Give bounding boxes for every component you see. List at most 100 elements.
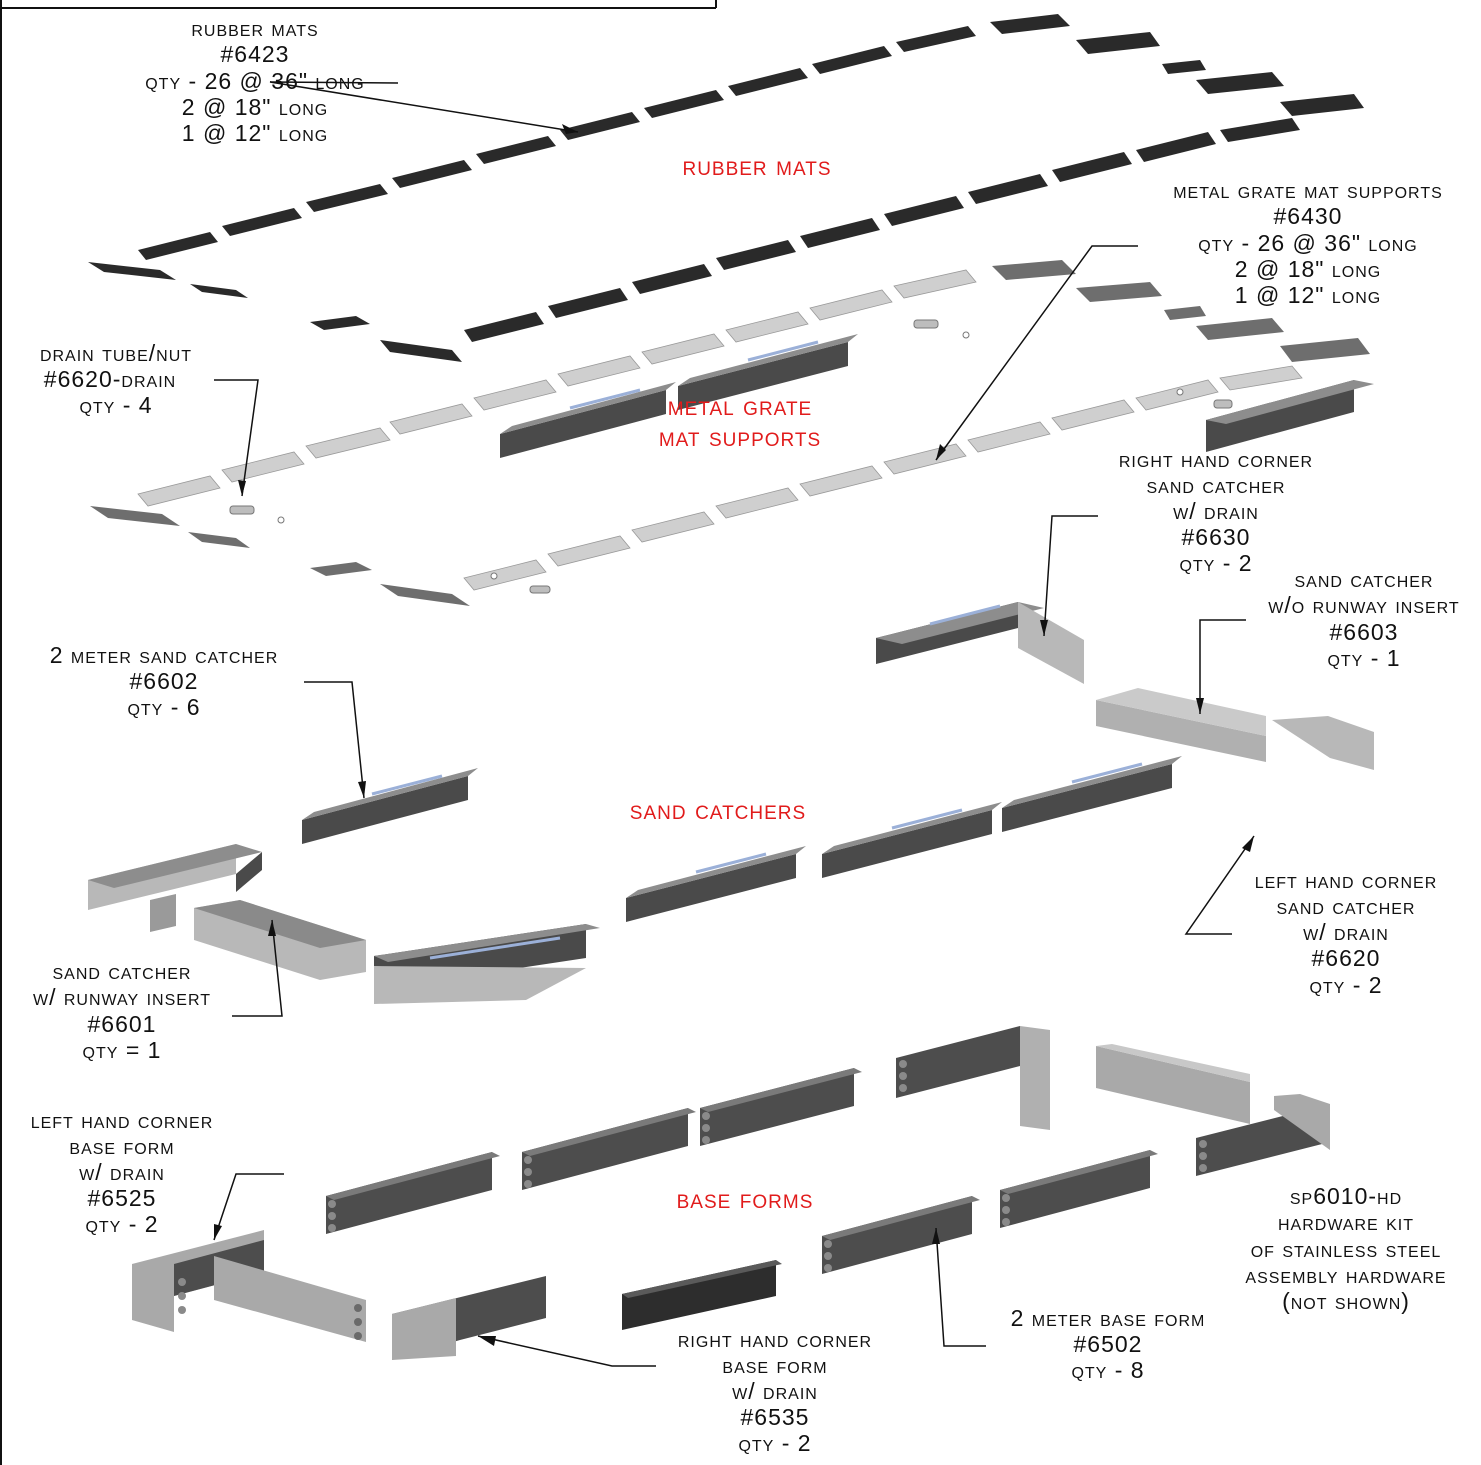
- rubber-mat: [812, 46, 892, 74]
- svg-text:Qty - 2: Qty - 2: [738, 1430, 811, 1456]
- section-label-base-forms: Base Forms: [677, 1184, 814, 1214]
- grate-plate: [310, 562, 372, 576]
- callout-rh-corner-sand: Right Hand Corner Sand Catcher w/ Drain …: [1119, 446, 1312, 576]
- sand-catchers-group: [88, 334, 1374, 1004]
- sand-catcher-left-corner: [88, 844, 262, 932]
- grate-plate: [1076, 282, 1162, 302]
- rubber-mat: [380, 340, 462, 362]
- grate-plate: [380, 584, 470, 606]
- svg-text:w/o Runway Insert: w/o Runway Insert: [1268, 592, 1459, 618]
- grate-plate: [1196, 318, 1284, 340]
- svg-text:(Not Shown): (Not Shown): [1282, 1288, 1410, 1314]
- callout-hardware-kit: SP6010-HD Hardware Kit Of Stainless Stee…: [1245, 1183, 1446, 1314]
- svg-text:Drain Tube/Nut: Drain Tube/Nut: [40, 340, 192, 366]
- base-form-drain-box: [622, 1260, 782, 1330]
- grate-plate: [1280, 338, 1370, 362]
- section-label-mat-supports: Mat Supports: [659, 422, 821, 452]
- sand-catcher-2m: [678, 334, 858, 410]
- svg-text:1 @ 12" Long: 1 @ 12" Long: [1235, 282, 1381, 308]
- grate-plate: [1219, 365, 1303, 391]
- svg-text:Assembly Hardware: Assembly Hardware: [1245, 1262, 1446, 1288]
- section-label-metal-grate: Metal Grate: [668, 391, 812, 421]
- grate-plate: [557, 355, 641, 387]
- sand-catcher-2m: [302, 768, 478, 844]
- rubber-mat: [464, 312, 544, 342]
- callout-rh-corner-base: Right Hand Corner Base Form w/ Drain #65…: [678, 1326, 871, 1456]
- svg-text:#6630: #6630: [1182, 524, 1251, 550]
- svg-text:w/ Runway Insert: w/ Runway Insert: [33, 984, 211, 1010]
- grate-plate: [547, 535, 631, 567]
- rubber-mat: [310, 316, 370, 330]
- svg-text:Base Form: Base Form: [69, 1133, 174, 1159]
- callout-rubber-mats: Rubber Mats #6423 Qty - 26 @ 36" Long 2 …: [145, 15, 364, 146]
- svg-text:Sand Catcher: Sand Catcher: [1277, 893, 1416, 919]
- rubber-mat: [632, 264, 712, 294]
- rubber-mat: [560, 112, 640, 140]
- drawing-frame: [0, 0, 717, 1465]
- base-form-2m: [700, 1068, 862, 1146]
- rubber-mat: [1136, 132, 1216, 162]
- svg-text:Qty - 1: Qty - 1: [1327, 645, 1400, 671]
- svg-text:Qty - 6: Qty - 6: [127, 694, 200, 720]
- grate-plate: [725, 311, 809, 343]
- sand-catcher-rh-corner: [876, 602, 1084, 684]
- grate-plate: [992, 260, 1076, 280]
- svg-text:Qty - 8: Qty - 8: [1071, 1357, 1144, 1383]
- sand-catcher-2m: [1002, 756, 1182, 832]
- section-label-sand-catchers: Sand Catchers: [630, 795, 806, 825]
- sand-catcher-runway: [194, 900, 366, 980]
- svg-text:#6602: #6602: [130, 668, 199, 694]
- base-form-2m: [822, 1196, 980, 1274]
- svg-text:Qty - 2: Qty - 2: [1179, 550, 1252, 576]
- rubber-mat: [392, 160, 472, 188]
- sand-catcher-2m: [626, 846, 806, 922]
- grate-plate: [883, 443, 967, 475]
- sand-catcher-2m: [822, 802, 1002, 878]
- svg-text:#6535: #6535: [741, 1404, 810, 1430]
- base-form-corner-lh-right: [1196, 1094, 1330, 1176]
- grate-plate: [715, 487, 799, 519]
- svg-text:Sand Catcher: Sand Catcher: [53, 958, 192, 984]
- grate-plate: [473, 379, 557, 411]
- grate-plate: [1051, 399, 1135, 431]
- grate-plate: [137, 475, 221, 507]
- svg-text:Of Stainless Steel: Of Stainless Steel: [1251, 1236, 1442, 1262]
- base-form-corner-rh-front: [392, 1276, 546, 1360]
- sand-catcher-lh-corner: [1206, 380, 1374, 770]
- rubber-mat: [800, 218, 880, 248]
- sand-catcher-no-runway: [1096, 688, 1266, 762]
- svg-text:2 Meter Sand Catcher: 2 Meter Sand Catcher: [50, 642, 279, 668]
- rubber-mat: [1280, 94, 1364, 116]
- leader-lines: [213, 81, 1255, 1367]
- callout-metal-grate: Metal Grate Mat Supports #6430 Qty - 26 …: [1173, 177, 1443, 308]
- svg-text:1 @ 12" Long: 1 @ 12" Long: [182, 120, 328, 146]
- svg-text:Qty = 1: Qty = 1: [83, 1037, 162, 1063]
- base-form-left-long: [214, 1256, 366, 1342]
- section-label-rubber-mats: Rubber Mats: [682, 151, 831, 181]
- svg-text:#6620: #6620: [1312, 945, 1381, 971]
- section-labels: Rubber Mats Metal Grate Mat Supports San…: [630, 151, 831, 1214]
- base-form-2m: [1000, 1150, 1158, 1228]
- rubber-mat: [716, 240, 796, 270]
- callout-drain-tube: Drain Tube/Nut #6620-DRAIN Qty - 4: [40, 340, 192, 418]
- grate-plate: [631, 511, 715, 543]
- svg-text:w/ Drain: w/ Drain: [1303, 919, 1389, 945]
- rubber-mat: [548, 288, 628, 318]
- svg-text:#6423: #6423: [221, 41, 290, 67]
- svg-text:Rubber Mats: Rubber Mats: [191, 15, 318, 41]
- rubber-mat: [306, 184, 388, 212]
- svg-text:#6525: #6525: [88, 1185, 157, 1211]
- svg-text:#6502: #6502: [1074, 1331, 1143, 1357]
- grate-plate: [799, 465, 883, 497]
- svg-text:Hardware Kit: Hardware Kit: [1278, 1209, 1414, 1235]
- svg-text:#6601: #6601: [88, 1011, 157, 1037]
- grate-plate: [463, 559, 547, 591]
- svg-text:Left Hand Corner: Left Hand Corner: [1255, 867, 1438, 893]
- svg-text:Metal Grate Mat Supports: Metal Grate Mat Supports: [1173, 177, 1443, 203]
- rubber-mats-group: [88, 14, 1364, 362]
- svg-text:w/ Drain: w/ Drain: [1173, 498, 1259, 524]
- svg-text:Left Hand Corner: Left Hand Corner: [31, 1107, 214, 1133]
- grate-plate: [389, 403, 473, 435]
